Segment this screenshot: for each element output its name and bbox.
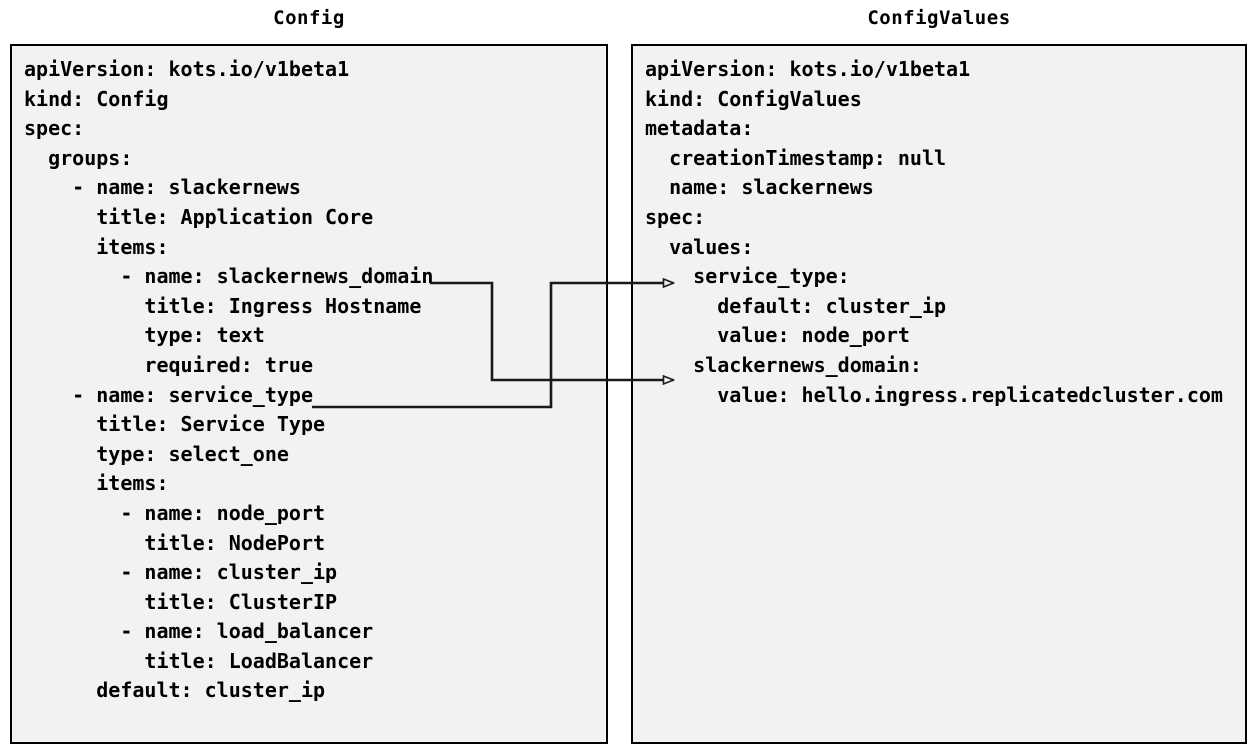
config-yaml-line: type: select_one xyxy=(24,441,289,466)
config-yaml-line: title: Application Core xyxy=(24,204,374,229)
config-yaml-text: apiVersion: kots.io/v1beta1 kind: Config s… xyxy=(24,55,606,706)
config-yaml-line: title: Ingress Hostname xyxy=(24,293,422,318)
configvalues-yaml-line: metadata: xyxy=(645,116,754,141)
config-yaml-line: title: Service Type xyxy=(24,412,326,437)
configvalues-panel-title: ConfigValues xyxy=(867,7,1011,29)
configvalues-yaml-panel: apiVersion: kots.io/v1beta1 kind: ConfigV… xyxy=(631,44,1247,744)
configvalues-yaml-line: name: slackernews xyxy=(645,175,874,200)
configvalues-yaml-line: spec: xyxy=(645,204,706,229)
config-yaml-line: - name: slackernews xyxy=(24,175,301,200)
configvalues-yaml-line: default: cluster_ip xyxy=(645,293,947,318)
config-yaml-line: required: true xyxy=(24,352,313,377)
config-yaml-line: title: ClusterIP xyxy=(24,589,338,614)
config-yaml-line: title: NodePort xyxy=(24,530,326,555)
config-yaml-line: type: text xyxy=(24,323,265,348)
config-yaml-line: - name: cluster_ip xyxy=(24,560,338,585)
config-yaml-line: default: cluster_ip xyxy=(24,678,326,703)
configvalues-yaml-line: service_type: xyxy=(645,264,850,289)
config-yaml-line: title: LoadBalancer xyxy=(24,648,374,673)
configvalues-yaml-line: value: hello.ingress.replicatedcluster.c… xyxy=(645,382,1223,407)
config-yaml-line: items: xyxy=(24,234,169,259)
config-yaml-line: groups: xyxy=(24,145,133,170)
configvalues-yaml-line: creationTimestamp: null xyxy=(645,145,947,170)
configvalues-yaml-line: value: node_port xyxy=(645,323,910,348)
config-yaml-line: apiVersion: kots.io/v1beta1 xyxy=(24,57,350,81)
configvalues-yaml-line: values: xyxy=(645,234,754,259)
configvalues-yaml-line: apiVersion: kots.io/v1beta1 xyxy=(645,57,971,81)
config-yaml-line: - name: load_balancer xyxy=(24,619,374,644)
config-yaml-line: kind: Config xyxy=(24,86,169,111)
config-yaml-line: - name: node_port xyxy=(24,500,326,525)
config-yaml-line: items: xyxy=(24,471,169,496)
config-panel-title: Config xyxy=(273,7,345,29)
config-yaml-line: - name: service_type xyxy=(24,382,313,407)
config-yaml-panel: apiVersion: kots.io/v1beta1 kind: Config s… xyxy=(10,44,608,744)
config-yaml-line: - name: slackernews_domain xyxy=(24,264,434,289)
config-yaml-line: spec: xyxy=(24,116,85,141)
configvalues-yaml-text: apiVersion: kots.io/v1beta1 kind: ConfigV… xyxy=(645,55,1245,410)
configvalues-yaml-line: slackernews_domain: xyxy=(645,352,922,377)
configvalues-yaml-line: kind: ConfigValues xyxy=(645,86,862,111)
